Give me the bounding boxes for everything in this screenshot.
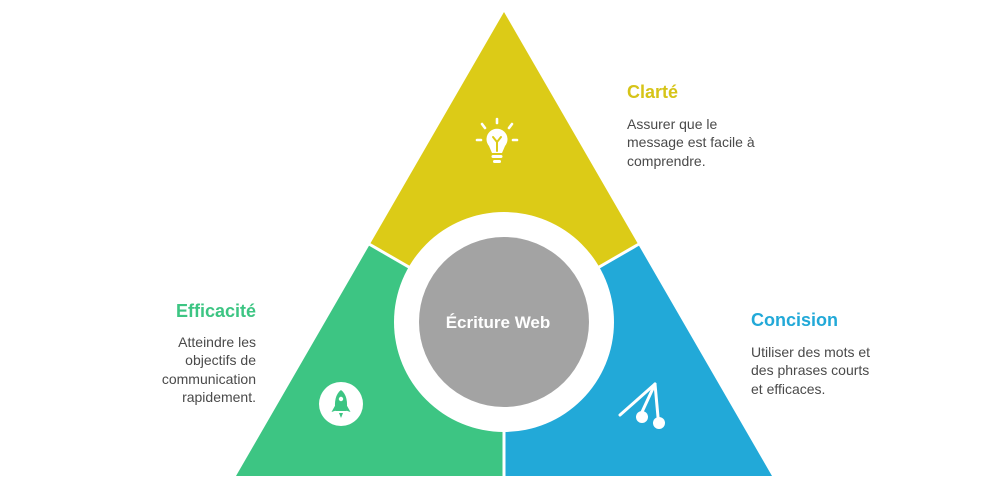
concision-title: Concision: [751, 310, 839, 330]
efficacite-description-line: objectifs de: [185, 352, 256, 369]
concision-description-line: des phrases courts: [751, 362, 870, 379]
concision-description-line: et efficaces.: [751, 380, 826, 397]
efficacite-description-line: rapidement.: [182, 389, 256, 406]
efficacite-title: Efficacité: [175, 301, 256, 321]
center-label: Écriture Web: [446, 313, 551, 332]
lightbulb-icon: [475, 117, 519, 163]
clarte-description-line: message est facile à: [627, 134, 755, 151]
efficacite-description: Atteindre les objectifs de communication…: [162, 333, 256, 407]
clarte-description-line: Assurer que le: [627, 116, 718, 132]
efficacite-description-line: Atteindre les: [178, 334, 256, 350]
center-circle: [419, 237, 589, 407]
rocket-icon: [319, 382, 363, 426]
efficacite-description-line: communication: [161, 370, 256, 387]
clarte-title: Clarté: [627, 82, 679, 102]
clarte-description: Assurer que le message est facile à comp…: [627, 115, 755, 170]
concision-description-line: Utiliser des mots et: [751, 344, 871, 360]
concision-description: Utiliser des mots et des phrases courts …: [751, 343, 870, 398]
merge-icon: [618, 382, 665, 429]
clarte-description-line: comprendre.: [627, 152, 706, 169]
